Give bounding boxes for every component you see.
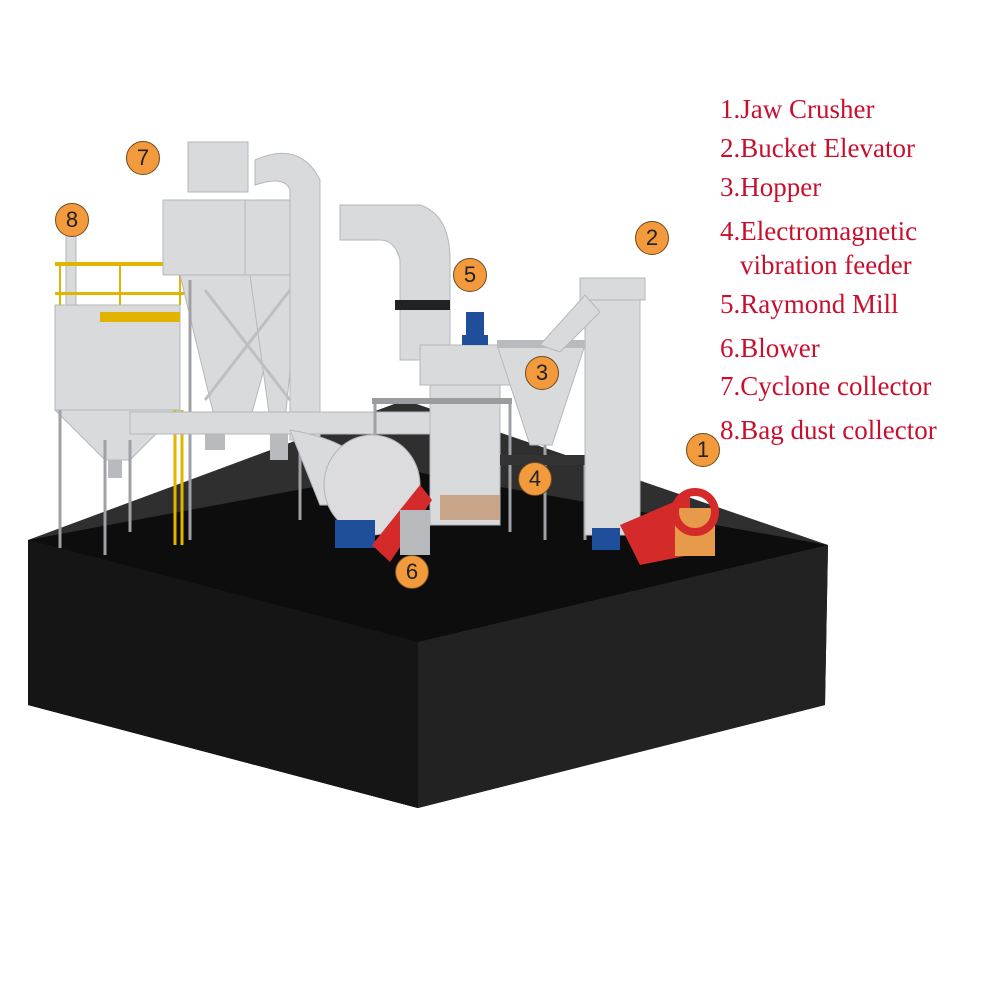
legend-item-bucket-elevator: 2.Bucket Elevator bbox=[720, 133, 915, 163]
platform-side-right bbox=[418, 545, 828, 808]
marker-7: 7 bbox=[126, 141, 160, 175]
blower bbox=[323, 434, 432, 562]
marker-5: 5 bbox=[453, 258, 487, 292]
marker-4: 4 bbox=[518, 462, 552, 496]
marker-8: 8 bbox=[55, 203, 89, 237]
legend-item-vibration-feeder: vibration feeder bbox=[740, 250, 912, 280]
marker-1: 1 bbox=[686, 433, 720, 467]
legend-item-raymond-mill: 5.Raymond Mill bbox=[720, 289, 899, 319]
bag-dust-collector bbox=[53, 229, 185, 555]
legend-item-cyclone-collector: 7.Cyclone collector bbox=[720, 371, 932, 401]
legend-item-electromagnetic: 4.Electromagnetic bbox=[720, 216, 918, 246]
cyclone-collector bbox=[162, 141, 321, 540]
bucket-elevator bbox=[539, 277, 646, 536]
jaw-crusher bbox=[592, 488, 719, 565]
marker-6: 6 bbox=[395, 555, 429, 589]
legend-item-hopper: 3.Hopper bbox=[720, 172, 822, 202]
platform-side-left bbox=[28, 540, 418, 808]
marker-3: 3 bbox=[525, 356, 559, 390]
legend-item-jaw-crusher: 1.Jaw Crusher bbox=[720, 94, 875, 124]
marker-2: 2 bbox=[635, 221, 669, 255]
legend: 1.Jaw Crusher 2.Bucket Elevator 3.Hopper… bbox=[720, 94, 992, 445]
legend-item-blower: 6.Blower bbox=[720, 333, 820, 363]
legend-item-bag-dust-collector: 8.Bag dust collector bbox=[720, 415, 937, 445]
